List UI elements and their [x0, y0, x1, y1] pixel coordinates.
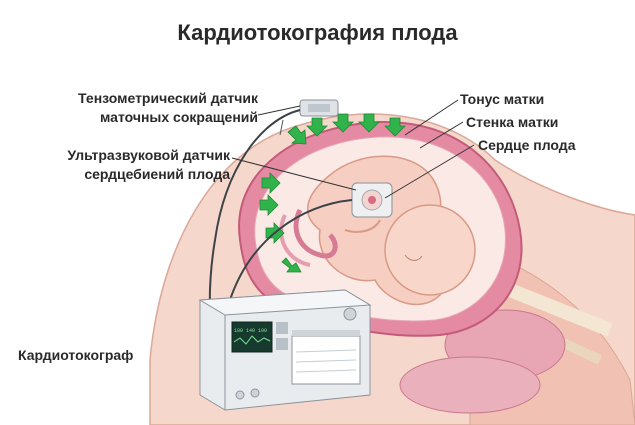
label-tenso-line1: Тензометрический датчик [78, 90, 258, 106]
arrow-down [358, 113, 380, 133]
label-tenso-line2: маточных сокращений [100, 109, 258, 125]
monitor-readout: 180 140 100 [234, 328, 267, 334]
umbilical-cord [293, 208, 338, 259]
label-fetal-heart: Сердце плода [478, 137, 576, 153]
fetus-head [384, 204, 476, 296]
cardiotocograph-device [198, 289, 372, 411]
arrow-diagonal [281, 257, 302, 273]
arrow-diagonal [287, 125, 307, 145]
arrow-down [332, 113, 354, 133]
label-uterine-wall: Стенка матки [466, 114, 559, 130]
label-ultra-line2: сердцебиений плода [84, 166, 230, 182]
label-tenso-sensor: Тензометрический датчик маточных сокраще… [38, 89, 258, 127]
diagram-title: Кардиотокография плода [177, 20, 458, 45]
label-ultrasound-sensor: Ультразвуковой датчик сердцебиений плода [20, 146, 230, 184]
label-uterine-tone: Тонус матки [460, 91, 545, 107]
arrow-right [261, 172, 281, 194]
tenso-sensor [299, 99, 339, 117]
arrow-right [259, 194, 279, 216]
ultrasound-sensor [351, 182, 393, 218]
label-cardiotocograph: Кардиотокограф [18, 347, 134, 363]
arrow-down [384, 117, 406, 137]
label-ultra-line1: Ультразвуковой датчик [67, 147, 230, 163]
monitor-screen [231, 321, 273, 353]
arrow-down [306, 117, 328, 137]
